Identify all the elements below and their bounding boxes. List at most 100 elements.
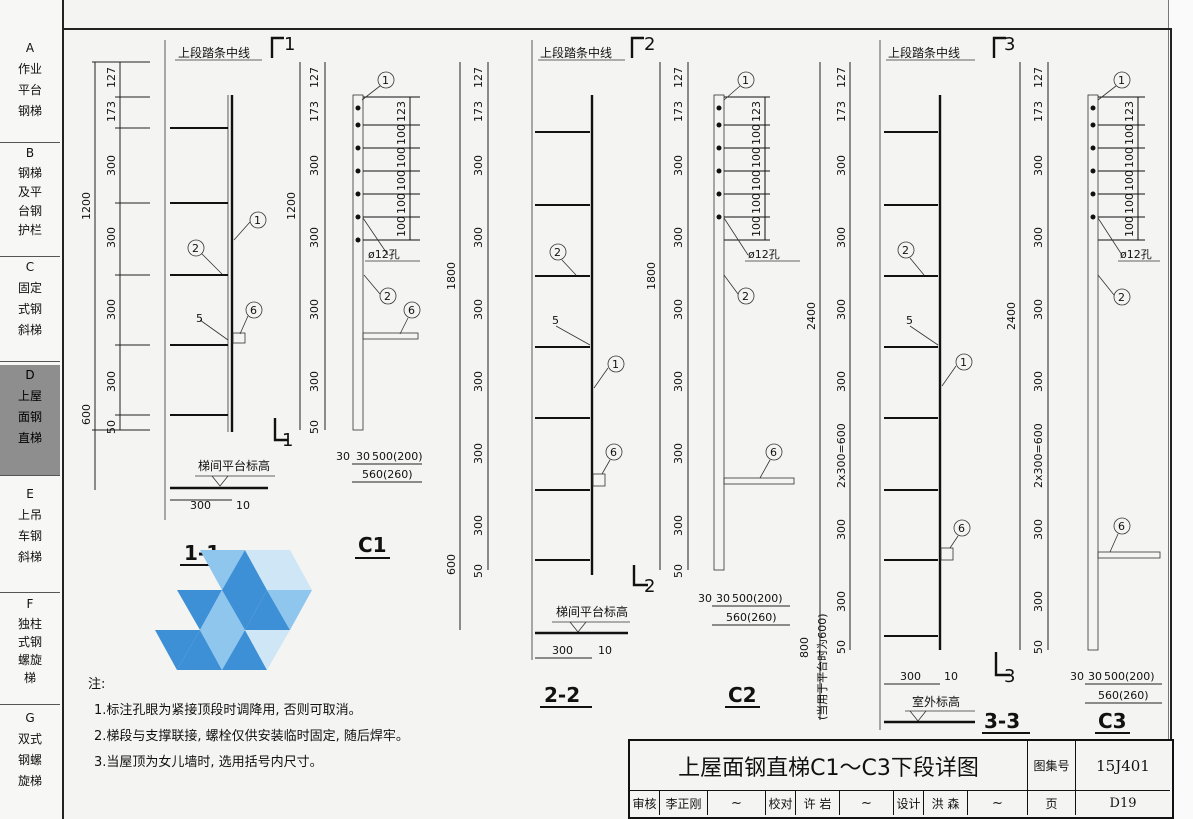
notes-heading: 注:: [88, 677, 106, 692]
tab-f[interactable]: F 独柱 式钢 螺旋 梯: [0, 594, 60, 705]
outdoor-level-label: 室外标高: [912, 694, 960, 709]
dim-100: 100: [395, 124, 408, 145]
tab-label-line: 作业: [17, 62, 42, 76]
part-6-callout: 6: [408, 304, 415, 317]
tab-e[interactable]: E 上吊 车钢 斜梯: [0, 484, 60, 593]
dim-600: 600: [445, 554, 458, 575]
dim-2x300: 2x300=600: [835, 423, 848, 488]
note-item: 3.当屋顶为女儿墙时, 选用括号内尺寸。: [94, 755, 323, 770]
dim-500-200: 500(200): [372, 450, 423, 463]
dim-300: 300: [472, 299, 485, 320]
dim-300: 300: [308, 227, 321, 248]
dim-30: 30: [1088, 670, 1102, 683]
tab-label-line: 螺旋: [17, 653, 42, 667]
dim-50: 50: [105, 420, 118, 434]
part-2-callout: 2: [384, 290, 391, 303]
dim-300-platform: 300: [552, 644, 573, 657]
dim-10: 10: [236, 499, 250, 512]
dim-30: 30: [336, 450, 350, 463]
dim-300: 300: [1032, 519, 1045, 540]
ladder-c1-elevation: 127 173 300 300 300 300 50 1200 123 100 …: [285, 62, 423, 559]
checker-name: 许 岩: [796, 791, 840, 815]
weld-symbol: 5: [196, 312, 203, 325]
dim-300: 300: [835, 591, 848, 612]
dim-2400: 2400: [805, 302, 818, 330]
dim-300: 300: [105, 371, 118, 392]
dim-100: 100: [750, 193, 763, 214]
tab-label-line: 车钢: [17, 529, 42, 543]
dim-173: 173: [308, 101, 321, 122]
dim-600: 600: [80, 404, 93, 425]
dim-560-260: 560(260): [1098, 689, 1149, 702]
dim-300: 300: [105, 155, 118, 176]
title-block: 上屋面钢直梯C1～C3下段详图 图集号 15J401 审核 李正刚 ~ 校对 许…: [628, 739, 1174, 819]
platform-level-label: 梯间平台标高: [198, 458, 270, 473]
dim-300-platform: 300: [190, 499, 211, 512]
dim-10: 10: [598, 644, 612, 657]
part-1-callout: 1: [1118, 74, 1125, 87]
dim-100: 100: [1123, 216, 1136, 237]
dim-500-200: 500(200): [732, 592, 783, 605]
tab-label-line: 独柱: [17, 617, 42, 631]
dim-100: 100: [1123, 193, 1136, 214]
dim-300: 300: [1032, 299, 1045, 320]
atlas-label: 图集号: [1028, 741, 1076, 791]
section-caption-3-3: 3-3: [984, 709, 1020, 733]
next-page-edge: [1168, 0, 1193, 819]
dim-1200: 1200: [80, 192, 93, 220]
tab-g[interactable]: G 双式 钢螺 旋梯: [0, 708, 60, 816]
top-centerline-label: 上段踏条中线: [540, 45, 612, 60]
tab-label-line: 钢螺: [17, 753, 42, 767]
dim-123: 123: [395, 101, 408, 122]
note-item: 2.梯段与支撑联接, 螺栓仅供安装临时固定, 随后焊牢。: [94, 729, 409, 744]
dim-300: 300: [672, 155, 685, 176]
dim-127: 127: [105, 67, 118, 88]
tab-label-line: 斜梯: [17, 323, 42, 337]
dim-300: 300: [472, 155, 485, 176]
platform-level-label: 梯间平台标高: [556, 604, 628, 619]
dim-127: 127: [308, 67, 321, 88]
dim-127: 127: [1032, 67, 1045, 88]
tab-c[interactable]: C 固定 式钢 斜梯: [0, 257, 60, 362]
dim-100: 100: [395, 193, 408, 214]
ladder-c2-elevation: 127 173 300 300 300 300 300 300 50 1800 …: [645, 62, 800, 708]
section-caption-2-2: 2-2: [544, 683, 580, 707]
dim-1800: 1800: [645, 262, 658, 290]
weld-symbol: 5: [906, 314, 913, 327]
dim-300: 300: [835, 371, 848, 392]
tab-label-line: 式钢: [17, 302, 42, 316]
tab-label-line: 式钢: [17, 635, 42, 649]
tab-a[interactable]: A 作业 平台 钢梯: [0, 38, 60, 143]
platform-note: (当用于平台时为600): [815, 613, 829, 720]
tab-d-active[interactable]: D 上屋 面钢 直梯: [0, 365, 60, 476]
tab-label-line: 固定: [17, 281, 42, 295]
tab-label-line: 钢梯: [17, 104, 42, 118]
section-mark-3-bottom: 3: [1004, 666, 1015, 687]
design-label: 设计: [894, 791, 924, 815]
dim-127: 127: [672, 67, 685, 88]
dim-50: 50: [472, 564, 485, 578]
section-mark-1-bottom: 1: [282, 430, 293, 451]
ladder-c3-elevation: 127 173 300 300 300 300 2x300=600 300 30…: [1005, 62, 1162, 734]
dim-173: 173: [472, 101, 485, 122]
dim-300-platform: 300: [900, 670, 921, 683]
dim-127: 127: [472, 67, 485, 88]
dim-100: 100: [750, 170, 763, 191]
hole-label: ø12孔: [368, 248, 400, 261]
dim-300: 300: [308, 155, 321, 176]
dim-30: 30: [716, 592, 730, 605]
tab-letter: A: [25, 41, 35, 55]
dim-50: 50: [835, 640, 848, 654]
dim-1800: 1800: [445, 262, 458, 290]
tab-label-line: 台钢: [17, 204, 42, 218]
section-3-3-view: 上段踏条中线 3 127 173 300 300 300 300 2x300=6…: [798, 34, 1030, 734]
tab-b[interactable]: B 钢梯 及平 台钢 护栏: [0, 143, 60, 257]
section-2-2-view: 上段踏条中线 2 127 173 300 300 300 300 300 300…: [445, 34, 655, 708]
dim-300: 300: [672, 515, 685, 536]
reviewer-name: 李正刚: [660, 791, 708, 815]
tab-letter: B: [25, 146, 35, 160]
dim-127: 127: [835, 67, 848, 88]
tab-label-line: 旋梯: [17, 774, 42, 788]
reviewer-signature: ~: [708, 791, 766, 815]
hole-label: ø12孔: [1120, 248, 1152, 261]
